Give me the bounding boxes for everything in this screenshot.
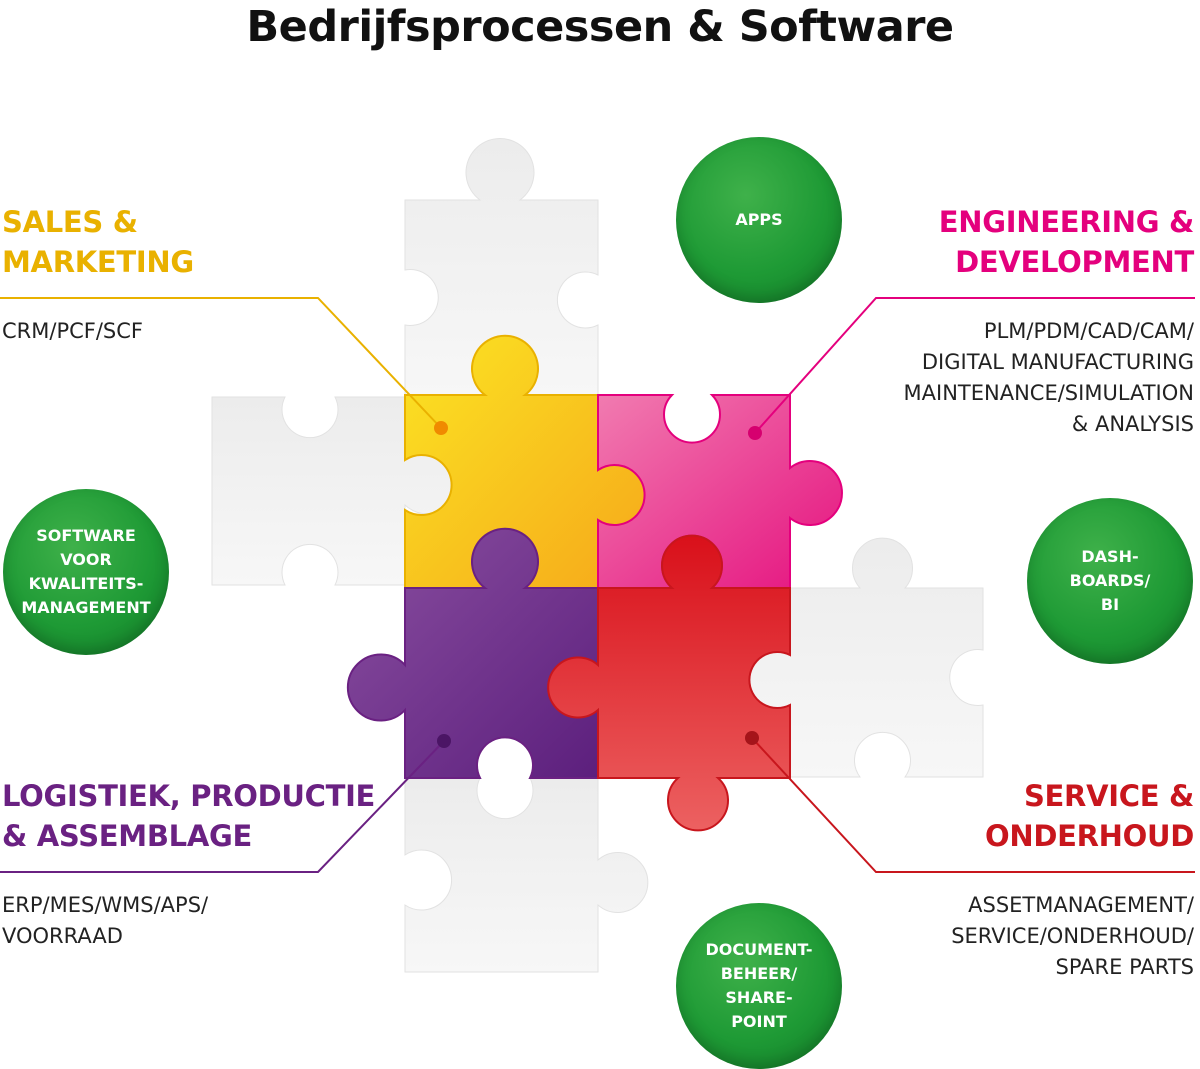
sales-marker-dot: [434, 421, 448, 435]
document-management-circle: DOCUMENT- BEHEER/ SHARE- POINT: [676, 903, 842, 1069]
service-marker-dot: [745, 731, 759, 745]
dashboards-circle: DASH- BOARDS/ BI: [1027, 498, 1193, 664]
sales-leader-line: [0, 297, 442, 429]
engineering-systems: PLM/PDM/CAD/CAM/ DIGITAL MANUFACTURING M…: [903, 319, 1194, 436]
logistics-leader-line: [0, 740, 445, 873]
logistics-systems: ERP/MES/WMS/APS/ VOORRAAD: [2, 893, 209, 948]
service-heading: SERVICE & ONDERHOUD: [985, 779, 1194, 853]
page-title: Bedrijfsprocessen & Software: [246, 2, 954, 52]
service-leader-line: [751, 737, 1195, 873]
logistics-heading: LOGISTIEK, PRODUCTIE & ASSEMBLAGE: [2, 779, 376, 853]
quality-management-circle: SOFTWARE VOOR KWALITEITS- MANAGEMENT: [3, 489, 169, 655]
gray-puzzle-pieces: [211, 138, 984, 973]
engineering-leader-line: [754, 297, 1195, 434]
gray-piece-bottom: [404, 777, 649, 973]
red-puzzle-piece: [547, 534, 791, 832]
logistics-marker-dot: [437, 734, 451, 748]
engineering-heading: ENGINEERING & DEVELOPMENT: [938, 205, 1195, 279]
sales-heading: SALES & MARKETING: [2, 205, 194, 279]
service-systems: ASSETMANAGEMENT/ SERVICE/ONDERHOUD/ SPAR…: [951, 893, 1194, 979]
apps-circle: APPS: [676, 137, 842, 303]
engineering-marker-dot: [748, 426, 762, 440]
gray-piece-top: [404, 138, 599, 396]
sales-systems: CRM/PCF/SCF: [2, 319, 144, 343]
